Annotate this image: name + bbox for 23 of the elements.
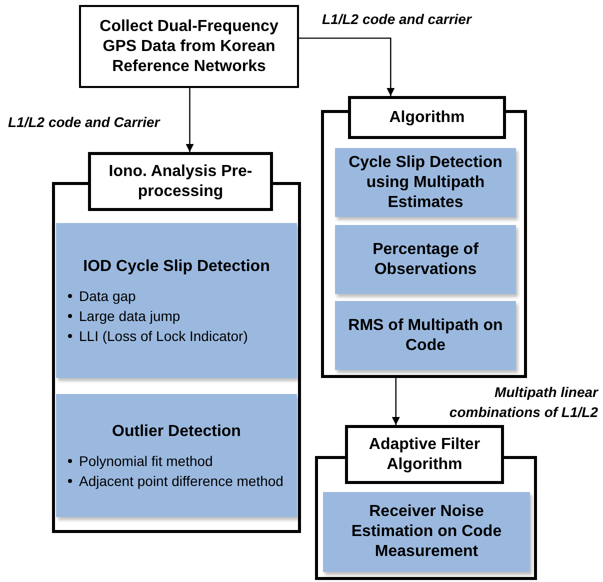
- process-box: Percentage of Observations: [335, 225, 516, 294]
- bullet-item: Data gap: [68, 286, 285, 304]
- process-box: Collect Dual-Frequency GPS Data from Korean Reference Networks: [79, 5, 299, 88]
- panel-heading: IOD Cycle Slip Detection: [82, 256, 271, 276]
- process-panel: [56, 223, 297, 378]
- bullet-item: Large data jump: [68, 306, 285, 324]
- process-box: Receiver Noise Estimation on Code Measurement: [323, 492, 530, 572]
- edge-label: L1/L2 code and Carrier: [8, 113, 162, 132]
- edge-label: Multipath linear combinations of L1/L2: [448, 383, 598, 422]
- bullet-item: Polynomial fit method: [68, 452, 285, 470]
- process-panel: [56, 394, 297, 517]
- bullet-item: Adjacent point difference method: [68, 472, 285, 490]
- arrow: [392, 378, 400, 425]
- group-heading: Algorithm: [389, 108, 465, 128]
- process-box: RMS of Multipath on Code: [335, 301, 516, 370]
- panel-heading: Outlier Detection: [111, 422, 242, 442]
- edge-label: L1/L2 code and carrier: [322, 10, 473, 29]
- process-box: Cycle Slip Detection using Multipath Estimates: [335, 148, 516, 217]
- arrow: [186, 88, 194, 152]
- arrow: [299, 38, 395, 96]
- bullet-item: LLI (Loss of Lock Indicator): [68, 326, 285, 344]
- group-heading: Iono. Analysis Pre-processing: [108, 162, 254, 202]
- group-heading: Adaptive Filter Algorithm: [368, 434, 482, 474]
